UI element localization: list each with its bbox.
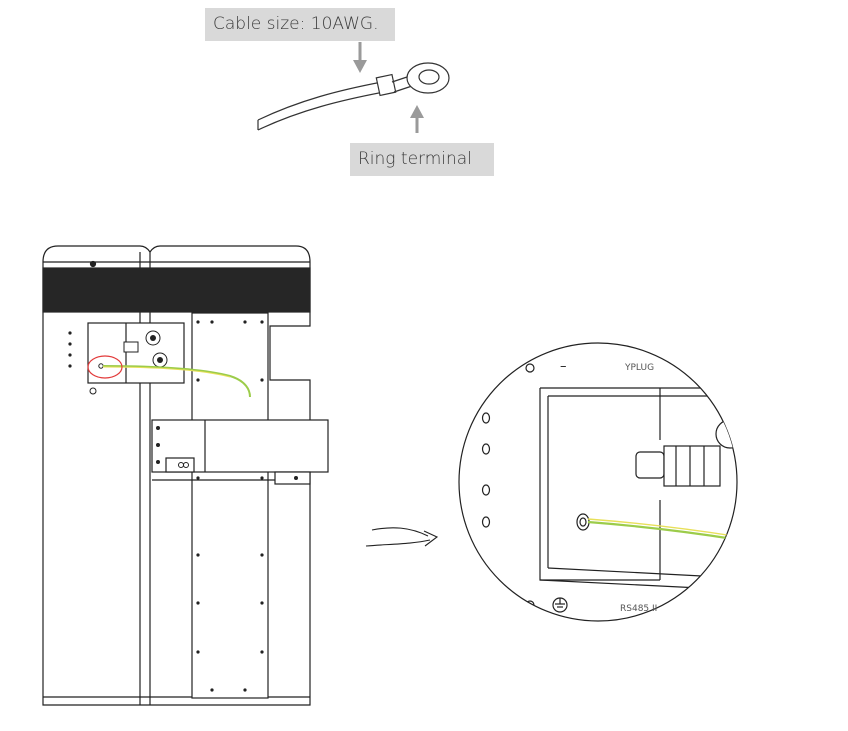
ground-symbol-icon	[552, 597, 568, 613]
zoom-detail: – YPLUG RS485 II	[458, 342, 738, 622]
rs485-label: RS485 II	[620, 604, 657, 614]
ground-wire-zoom	[587, 520, 737, 542]
yplug-label: YPLUG	[624, 363, 654, 373]
ring-terminal-callout: Ring terminal	[350, 143, 494, 176]
minus-label: –	[560, 359, 567, 374]
battery-unit-details	[68, 320, 298, 692]
callout-arrows	[353, 42, 424, 133]
cable-size-callout: Cable size: 10AWG.	[205, 8, 395, 41]
ring-terminal-icon	[257, 62, 450, 131]
ground-wire-small	[102, 365, 251, 398]
battery-unit	[42, 245, 329, 706]
curved-arrow-icon	[365, 527, 439, 547]
highlight-circle	[87, 355, 123, 379]
